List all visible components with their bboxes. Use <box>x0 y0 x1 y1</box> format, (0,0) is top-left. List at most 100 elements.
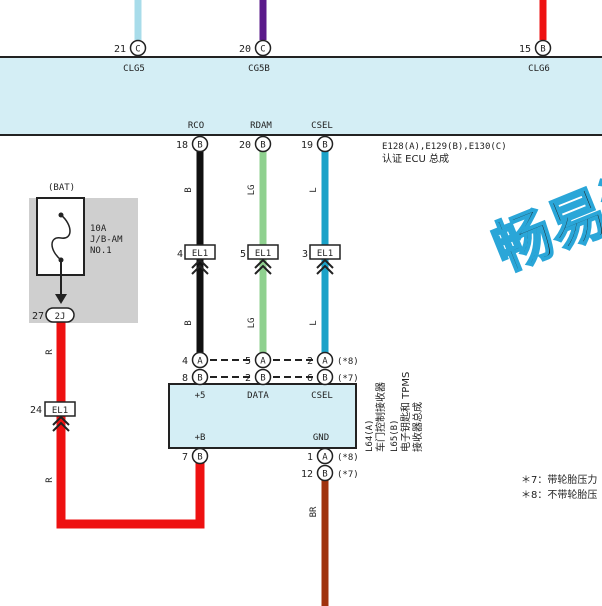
svg-text:CG5B: CG5B <box>248 64 270 74</box>
receiver-pin-a-2: 5 A <box>245 351 272 369</box>
receiver-pin-b-1: 8 B <box>182 368 209 386</box>
svg-text:接收器总成: 接收器总成 <box>411 402 424 452</box>
svg-text:EL1: EL1 <box>192 249 208 259</box>
auth-ecu-assembly <box>0 56 602 136</box>
door-control-receiver <box>168 383 357 449</box>
receiver-label-plus5: +5 <box>195 391 206 401</box>
svg-text:CLG6: CLG6 <box>528 64 550 74</box>
fuse-arrow-icon <box>55 294 67 304</box>
svg-text:5: 5 <box>240 249 246 260</box>
receiver-caption: L64(A) 车门控制接收器 L65(B) 电子钥匙和 TPMS 接收器总成 <box>365 372 424 452</box>
receiver-pin-gnd-b: 12 B (*7) <box>301 464 359 482</box>
svg-text:20: 20 <box>239 44 251 55</box>
svg-text:车门控制接收器: 车门控制接收器 <box>374 382 387 452</box>
receiver-note-b: (*7) <box>337 374 359 384</box>
svg-text:B: B <box>322 141 327 151</box>
ecu-pin-name-rdam: RDAM <box>250 121 272 131</box>
svg-text:B: B <box>197 453 202 463</box>
svg-text:20: 20 <box>239 140 251 151</box>
ecu-pin-rco: 18 B <box>176 135 209 153</box>
svg-text:C: C <box>135 45 140 55</box>
splice-el1-power: 24 EL1 <box>30 401 76 432</box>
svg-text:A: A <box>197 357 203 367</box>
svg-text:1: 1 <box>307 452 313 463</box>
svg-text:B: B <box>322 470 327 480</box>
svg-text:B: B <box>197 374 202 384</box>
wire-label-upper-l: L <box>309 187 319 192</box>
wire-label-br: BR <box>309 506 319 517</box>
svg-text:B: B <box>540 45 545 55</box>
svg-text:2: 2 <box>307 356 313 367</box>
wire-label-lower-l: L <box>309 320 319 325</box>
splice-el1-csel: 3 EL1 <box>302 244 341 275</box>
svg-text:4: 4 <box>182 356 188 367</box>
ecu-pin-rdam: 20 B <box>239 135 272 153</box>
splice-el1-rco: 4 EL1 <box>177 244 216 275</box>
svg-text:3: 3 <box>302 249 308 260</box>
ecu-pin-name-csel: CSEL <box>311 121 333 131</box>
receiver-pin-b-3: 6 B <box>307 368 334 386</box>
splice-el1-rdam: 5 EL1 <box>240 244 279 275</box>
svg-text:2: 2 <box>245 373 251 384</box>
svg-text:19: 19 <box>301 140 313 151</box>
svg-text:12: 12 <box>301 469 313 480</box>
note-8: ＊8：不带轮胎压 <box>521 488 597 501</box>
svg-text:L64(A): L64(A) <box>365 419 375 452</box>
receiver-note-a: (*8) <box>337 357 359 367</box>
wire-label-r-upper: R <box>45 349 55 355</box>
receiver-label-gnd: GND <box>313 433 329 443</box>
wire-label-upper-lg: LG <box>247 185 257 196</box>
svg-text:EL1: EL1 <box>317 249 333 259</box>
receiver-label-data: DATA <box>247 391 269 401</box>
ecu-title: 认证 ECU 总成 <box>382 152 449 165</box>
svg-text:A: A <box>322 357 328 367</box>
svg-text:(*7): (*7) <box>337 470 359 480</box>
ecu-top-pin-clg6: 15 B CLG6 <box>519 39 552 74</box>
receiver-pin-plusb: 7 B <box>182 447 209 465</box>
receiver-label-csel: CSEL <box>311 391 333 401</box>
svg-text:B: B <box>260 141 265 151</box>
fuse-number: NO.1 <box>90 246 112 256</box>
ecu-top-pin-clg5: 21 C CLG5 <box>114 39 147 74</box>
svg-text:A: A <box>260 357 266 367</box>
svg-text:EL1: EL1 <box>52 406 68 416</box>
svg-text:CLG5: CLG5 <box>123 64 145 74</box>
receiver-pin-a-1: 4 A <box>182 351 209 369</box>
ecu-connector-code: E128(A),E129(B),E130(C) <box>382 142 507 152</box>
svg-text:18: 18 <box>176 140 188 151</box>
svg-text:6: 6 <box>307 373 313 384</box>
wire-label-lower-b: B <box>184 320 194 325</box>
svg-text:27: 27 <box>32 311 44 322</box>
svg-text:7: 7 <box>182 452 188 463</box>
receiver-pin-b-2: 2 B <box>245 368 272 386</box>
fuse-source-label: (BAT) <box>48 183 75 193</box>
receiver-label-plusb: +B <box>195 433 206 443</box>
svg-text:(*8): (*8) <box>337 453 359 463</box>
svg-text:B: B <box>322 374 327 384</box>
receiver-pin-a-3: 2 A <box>307 351 334 369</box>
ecu-pin-csel: 19 B <box>301 135 334 153</box>
svg-text:24: 24 <box>30 405 42 416</box>
ecu-top-pin-cg5b: 20 C CG5B <box>239 39 272 74</box>
svg-text:5: 5 <box>245 356 251 367</box>
watermark: 畅易汽 <box>484 156 602 284</box>
svg-text:21: 21 <box>114 44 126 55</box>
svg-text:8: 8 <box>182 373 188 384</box>
receiver-pin-gnd-a: 1 A (*8) <box>307 447 359 465</box>
note-7: ＊7：带轮胎压力 <box>521 473 597 486</box>
wire-label-lower-lg: LG <box>247 318 257 329</box>
fuse-rating: 10A <box>90 224 107 234</box>
svg-text:4: 4 <box>177 249 183 260</box>
svg-text:EL1: EL1 <box>255 249 271 259</box>
fuse-box-name: J/B-AM <box>90 235 123 245</box>
svg-text:B: B <box>260 374 265 384</box>
svg-text:B: B <box>197 141 202 151</box>
fuse-connector-2j: 27 2J <box>32 307 75 323</box>
wire-label-r-lower: R <box>45 477 55 483</box>
svg-text:C: C <box>260 45 265 55</box>
svg-text:电子钥匙和 TPMS: 电子钥匙和 TPMS <box>399 372 412 452</box>
svg-text:L65(B): L65(B) <box>390 419 400 452</box>
wire-label-upper-b: B <box>184 187 194 192</box>
svg-text:A: A <box>322 453 328 463</box>
